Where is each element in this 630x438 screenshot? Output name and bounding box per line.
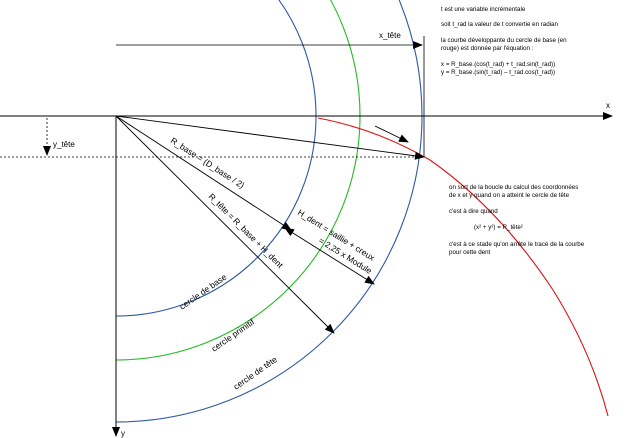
h-dent-arrow bbox=[284, 227, 375, 285]
radius-to-endpoint bbox=[115, 115, 425, 160]
note-curve-line2: rouge) est donnée par l'équation : bbox=[441, 45, 534, 52]
involute-curve bbox=[317, 117, 609, 417]
base-circle-label: cercle de base bbox=[177, 272, 228, 312]
note-t-rad: soit t_rad la valeur de t convertie en r… bbox=[441, 21, 558, 28]
note-stop-line1: c'est à ce stade qu'on arrête le tracé d… bbox=[449, 241, 585, 248]
note-loop-line2: de x et y quand on a atteint le cercle d… bbox=[449, 192, 570, 199]
note-t-variable: t est une variable incrémentale bbox=[441, 6, 526, 13]
r-tete-label: R_tête = R_base + H_dent bbox=[207, 191, 286, 270]
note-condition: c'est à dire quand bbox=[449, 208, 498, 215]
note-stop-line2: pour cette dent bbox=[449, 249, 491, 256]
base-circle bbox=[115, 0, 317, 317]
note-equation-y: y = R_base.(sin(t_rad) – t_rad.cos(t_rad… bbox=[441, 69, 556, 76]
note-equation-x: x = R_base.(cos(t_rad) + t_rad.sin(t_rad… bbox=[441, 61, 556, 68]
note-loop-line1: on sort de la boucle du calcul des coord… bbox=[449, 184, 579, 191]
head-circle-label: cercle de tête bbox=[231, 354, 279, 392]
x-axis-label: x bbox=[606, 101, 610, 110]
note-curve-line1: la courbe développante du cercle de base… bbox=[441, 37, 567, 44]
r-base-line bbox=[115, 115, 292, 231]
y-axis-label: y bbox=[121, 429, 125, 438]
y-tete-label: y_tête bbox=[53, 140, 75, 149]
r-tete-line bbox=[115, 115, 335, 334]
note-condition-formula: (x² + y²) = R_tête² bbox=[474, 224, 523, 231]
curve-direction-arrow bbox=[374, 125, 409, 143]
r-base-label: R_base = (D_base / 2) bbox=[169, 135, 247, 190]
primitive-circle-label: cercle primitif bbox=[209, 316, 256, 353]
x-tete-label: x_tête bbox=[379, 31, 401, 40]
